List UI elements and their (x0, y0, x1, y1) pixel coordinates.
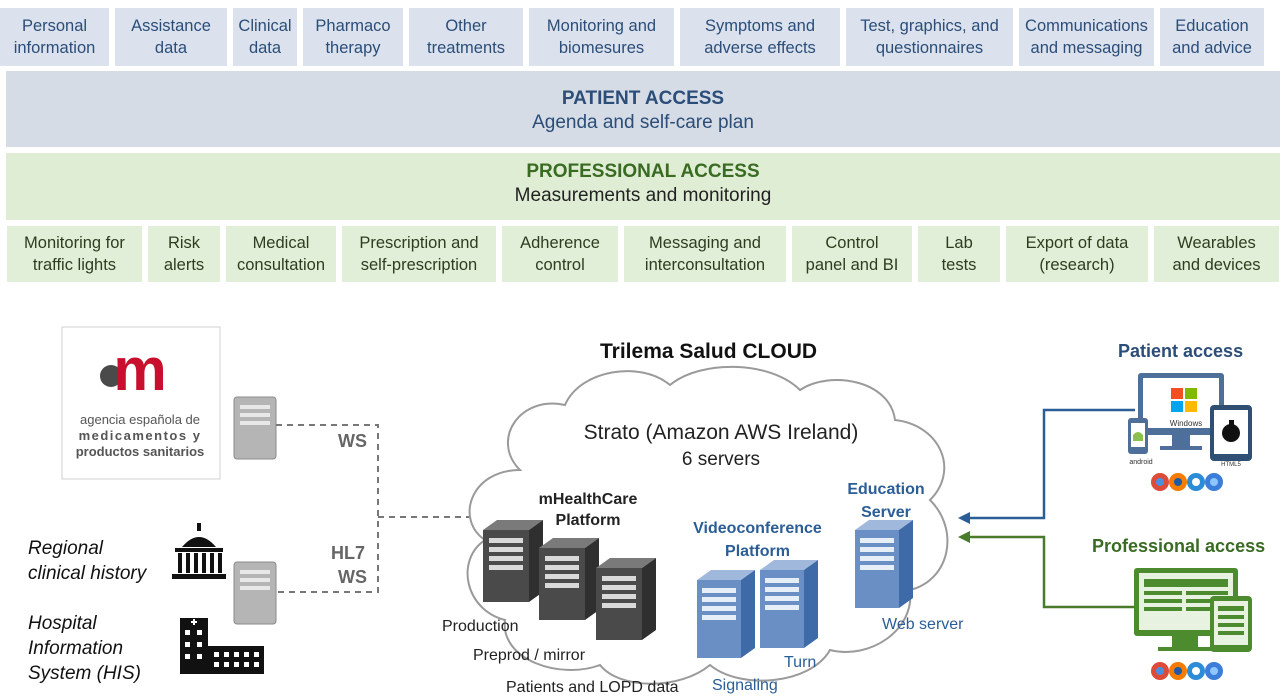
professional-access-subtitle: Measurements and monitoring (514, 185, 772, 206)
web-server-label: Web server (882, 616, 964, 633)
html5-label: HTML5 (1221, 462, 1241, 468)
professional-access-title: PROFESSIONAL ACCESS (526, 161, 760, 182)
his-building-icon (180, 618, 264, 674)
patient-access-label: Patient access (1118, 341, 1244, 361)
turn-server-icon (760, 560, 818, 648)
windows-label: Windows (1170, 419, 1202, 428)
production-server-icon (483, 520, 543, 602)
hospital-building-icon (172, 523, 226, 579)
cloud-provider: Strato (Amazon AWS Ireland) (583, 421, 859, 444)
professional-access-band: PROFESSIONAL ACCESS Measurements and mon… (6, 153, 1280, 220)
signaling-label: Signaling (712, 677, 778, 694)
preprod-server-icon (539, 538, 599, 620)
professional-browsers-icon (1151, 662, 1223, 680)
patient-access-subtitle: Agenda and self-care plan (532, 112, 754, 133)
agency-server-icon (233, 396, 277, 460)
access-connections (968, 408, 1135, 609)
android-phone-icon (1128, 418, 1148, 454)
patients-server-icon (596, 558, 656, 640)
ws2-label: WS (338, 567, 367, 587)
patient-access-title: PATIENT ACCESS (561, 88, 725, 109)
ws-label: WS (338, 431, 367, 451)
agency-name-line2: medicamentos y (79, 428, 202, 443)
tile-export-data: Export of data(research) (1006, 226, 1148, 282)
agency-name-line3: productos sanitarios (76, 444, 205, 459)
apple-tablet-icon (1210, 405, 1252, 461)
patients-lopd-label: Patients and LOPD data (506, 679, 679, 696)
professional-tablet-icon (1210, 596, 1252, 652)
agency-logo-letter: m (113, 336, 166, 403)
education-server-icon (855, 520, 913, 608)
turn-label: Turn (784, 654, 817, 671)
cloud-title: Trilema Salud CLOUD (600, 340, 818, 363)
agency-logo-dot (100, 365, 122, 387)
dashed-connections (276, 424, 478, 593)
patient-arrow-icon (958, 512, 970, 524)
android-label: android (1129, 459, 1152, 466)
agency-name-line1: agencia española de (80, 412, 200, 427)
signaling-server-icon (697, 570, 755, 658)
patient-browsers-icon (1151, 473, 1223, 491)
windows-logo-icon (1171, 388, 1197, 412)
hl7-label: HL7 (331, 543, 366, 563)
regional-server-icon (233, 561, 277, 625)
agency-logo-box (61, 326, 221, 480)
professional-access-label: Professional access (1092, 536, 1266, 556)
production-label: Production (442, 618, 519, 635)
cloud-servers-count: 6 servers (681, 449, 761, 470)
preprod-mirror-label: Preprod / mirror (473, 647, 586, 664)
professional-arrow-icon (958, 531, 970, 543)
patient-access-band: PATIENT ACCESS Agenda and self-care plan (6, 71, 1280, 147)
